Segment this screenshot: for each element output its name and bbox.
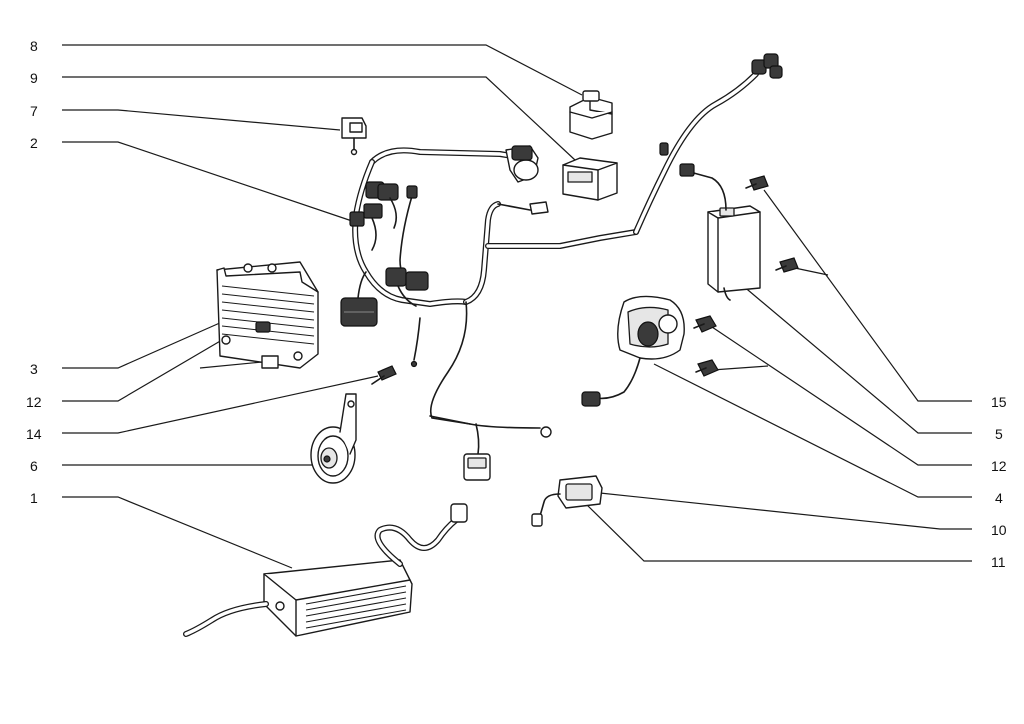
leader-lines-right [584, 189, 972, 562]
leader-8 [62, 44, 583, 96]
leader-lines-left [62, 44, 583, 569]
callout-4: 4 [995, 490, 1003, 506]
leader-1 [62, 496, 293, 569]
callout-8: 8 [30, 38, 38, 54]
screws-15 [745, 175, 799, 273]
leader-15 [763, 189, 972, 402]
callout-9: 9 [30, 70, 38, 86]
screws-12-right [693, 315, 719, 377]
leader-12-left-a [62, 339, 223, 402]
leader-7 [62, 109, 341, 131]
charger-fins [305, 585, 407, 629]
clip-7 [341, 117, 367, 156]
leader-3 [62, 321, 223, 369]
charger-1 [183, 503, 468, 637]
leader-11 [584, 502, 972, 562]
callout-7: 7 [30, 103, 38, 119]
leader-2 [62, 141, 356, 223]
leader-12-right [711, 326, 972, 466]
leader-14 [62, 375, 379, 434]
left-callouts: 8 9 7 2 3 12 14 6 1 [26, 38, 42, 506]
callout-12-right: 12 [991, 458, 1007, 474]
callout-11: 11 [991, 554, 1006, 570]
leader-10 [599, 492, 972, 530]
callout-1: 1 [30, 490, 38, 506]
regulator-3 [216, 261, 319, 369]
leader-12-left-b [199, 361, 263, 369]
leader-4 [653, 363, 972, 498]
leader-12-right-b [711, 365, 769, 371]
callout-10: 10 [991, 522, 1007, 538]
callout-14: 14 [26, 426, 42, 442]
main-harness-2 [340, 145, 639, 481]
fuse-box-9 [562, 157, 618, 201]
right-callouts: 15 5 12 4 10 11 [991, 394, 1007, 570]
sensor-10-11 [531, 475, 603, 527]
relay-block-8 [569, 90, 613, 140]
screw-14 [371, 365, 397, 385]
callout-15: 15 [991, 394, 1007, 410]
leader-5 [741, 284, 972, 434]
callout-6: 6 [30, 458, 38, 474]
callout-3: 3 [30, 361, 38, 377]
callout-12-left: 12 [26, 394, 42, 410]
callout-5: 5 [995, 426, 1003, 442]
leader-9 [62, 76, 576, 161]
switch-housing-4 [581, 295, 685, 407]
control-unit-5 [679, 163, 761, 301]
horn-6 [310, 393, 357, 484]
callout-2: 2 [30, 135, 38, 151]
upper-right-cable [633, 53, 783, 235]
